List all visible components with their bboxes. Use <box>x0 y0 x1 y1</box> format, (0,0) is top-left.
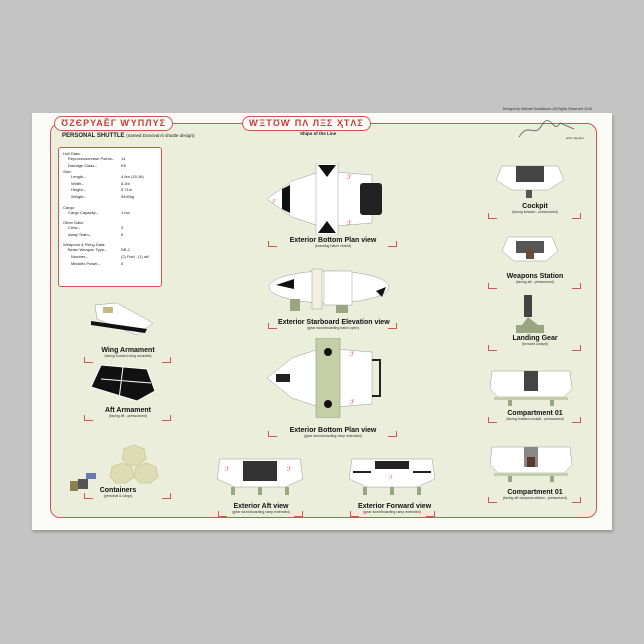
caption-bracket-right <box>572 417 581 423</box>
caption-bracket-left <box>84 357 93 363</box>
caption-forward-view: Exterior Forward view(gear down/boarding… <box>358 503 432 514</box>
ship-name: PERSONAL SHUTTLE (named Donovan's shuttl… <box>62 133 195 139</box>
compartment-aft-drawing <box>489 446 573 482</box>
stat-row: Reprocessorease Points--14 <box>68 156 126 161</box>
caption-bottom-plan-closed: Exterior Bottom Plan view(boarding hatch… <box>289 237 377 248</box>
caption-bracket-left <box>218 511 227 517</box>
center-title-glyphs: ⱲΞТƱⱲ ΠΛ ЛΞƩ ҲТΛƩ <box>242 116 371 131</box>
stat-row: Missiles Power--5 <box>71 260 124 266</box>
aft-view-drawing: ℱ ℱ <box>216 458 304 495</box>
caption-compartment-forward: Compartment 01(facing forward cockpit - … <box>506 410 564 421</box>
credit-text: Designs by Michael Schattauer. All Right… <box>502 107 592 111</box>
caption-bracket-right <box>572 283 581 289</box>
stat-row: Damage Class--E5 <box>68 162 126 168</box>
weapons-station-drawing <box>501 236 559 262</box>
svg-text:ℱ: ℱ <box>287 466 292 473</box>
caption-bottom-plan-open: Exterior Bottom Plan view(gear down/boar… <box>289 427 377 438</box>
signature-caption: artist signature <box>566 136 584 140</box>
svg-text:ℱ: ℱ <box>350 399 355 406</box>
stat-row: Number--(2) Fwd - (1) aft <box>71 253 149 259</box>
caption-bracket-left <box>84 415 93 421</box>
containers-drawing <box>70 444 159 491</box>
cockpit-drawing <box>495 165 565 198</box>
stat-row: Weight--5400kg <box>71 193 135 199</box>
caption-cockpit: Cockpit(facing forward - pressurized) <box>512 203 558 214</box>
caption-bracket-left <box>488 497 497 503</box>
caption-starboard-elevation: Exterior Starboard Elevation view(gear d… <box>278 319 390 330</box>
caption-aft-view: Exterior Aft view(gear down/boarding ram… <box>232 503 290 514</box>
stats-block: Hull Data: Reprocessorease Points--14 Da… <box>58 147 162 287</box>
starboard-elevation-drawing <box>268 268 390 313</box>
landing-gear-drawing <box>516 295 544 333</box>
caption-bracket-left <box>268 241 277 247</box>
stat-row: Away Team--6 <box>68 231 124 237</box>
caption-bracket-right <box>162 357 171 363</box>
svg-text:ℱ: ℱ <box>347 220 352 227</box>
caption-bracket-left <box>488 283 497 289</box>
caption-compartment-aft: Compartment 01(facing aft weapons statio… <box>502 489 567 500</box>
caption-bracket-right <box>572 497 581 503</box>
left-title-glyphs: ƱZЄPYAĒГ ⱲYПЛYƩ <box>54 116 173 131</box>
caption-bracket-left <box>268 323 277 329</box>
svg-text:ℱ: ℱ <box>225 466 230 473</box>
svg-text:ℱ: ℱ <box>272 199 276 205</box>
caption-bracket-left <box>488 345 497 351</box>
cargo-header: Cargo: <box>63 204 76 210</box>
signature: artist signature <box>518 120 584 140</box>
stat-row: Cargo Capacity--1 ton <box>68 209 130 215</box>
stat-row: Width--8.3m <box>71 180 130 186</box>
caption-bracket-left <box>488 213 497 219</box>
stat-row: Height--5.71m <box>71 187 133 193</box>
caption-bracket-right <box>162 493 171 499</box>
caption-containers: Containers(personal & cargo) <box>99 487 137 498</box>
caption-bracket-right <box>426 511 435 517</box>
center-subtitle: Ships of the Line <box>300 131 337 136</box>
forward-view-drawing: ℱ <box>348 458 436 495</box>
caption-bracket-right <box>388 241 397 247</box>
caption-wing-armament: Wing Armament(facing forward wing mounte… <box>101 347 155 358</box>
wing-armament-drawing <box>91 302 154 336</box>
caption-bracket-left <box>350 511 359 517</box>
hull-header: Hull Data: <box>63 151 81 156</box>
svg-text:ℱ: ℱ <box>347 174 352 181</box>
stat-row: Beam Weapon Type--DB-1 <box>68 247 131 253</box>
caption-weapons-station: Weapons Station(facing aft - pressurized… <box>506 273 564 284</box>
caption-bracket-right <box>572 345 581 351</box>
poster: Designs by Michael Schattauer. All Right… <box>32 107 612 530</box>
bottom-plan-view-closed-drawing: ℱ ℱ ℱ <box>266 163 382 235</box>
stat-row: Length--4.6m (15.1ft) <box>71 174 144 180</box>
svg-text:ℱ: ℱ <box>350 351 355 358</box>
caption-bracket-left <box>84 493 93 499</box>
weapons-header: Weapons & Firing Data: <box>63 242 106 248</box>
compartment-forward-drawing <box>489 370 573 406</box>
bottom-plan-view-open-drawing: ℱ ℱ <box>266 338 381 418</box>
caption-landing-gear: Landing Gear(forward cockpit) <box>512 335 558 346</box>
caption-bracket-right <box>388 323 397 329</box>
aft-armament-drawing <box>90 364 156 402</box>
size-header: Size: <box>63 169 72 175</box>
caption-bracket-right <box>572 213 581 219</box>
other-header: Other Data: <box>63 220 84 226</box>
caption-bracket-right <box>388 431 397 437</box>
stat-row: Crew--3 <box>68 225 124 231</box>
caption-bracket-right <box>162 415 171 421</box>
caption-bracket-right <box>294 511 303 517</box>
caption-bracket-left <box>488 417 497 423</box>
svg-text:ℱ: ℱ <box>389 475 393 481</box>
caption-bracket-left <box>268 431 277 437</box>
caption-aft-armament: Aft Armament(facing aft - pressurized) <box>104 407 152 418</box>
